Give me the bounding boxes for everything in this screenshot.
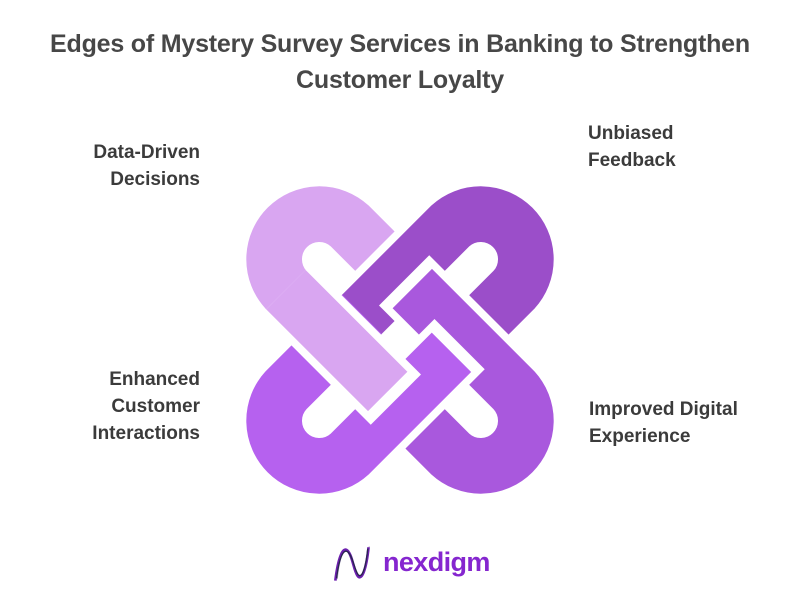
label-improved-digital-experience: Improved Digital Experience [589, 399, 738, 447]
nexdigm-wordmark: nexdigm [383, 546, 490, 577]
nexdigm-n-icon [334, 546, 370, 581]
celtic-knot-graphic [208, 148, 592, 532]
label-data-driven-decisions: Data-Driven Decisions [93, 142, 200, 190]
label-unbiased-feedback: Unbiased Feedback [588, 123, 676, 171]
page-title: Edges of Mystery Survey Services in Bank… [50, 30, 750, 94]
label-enhanced-customer-interactions: Enhanced Customer Interactions [92, 369, 200, 444]
nexdigm-logo: nexdigm [330, 540, 490, 584]
